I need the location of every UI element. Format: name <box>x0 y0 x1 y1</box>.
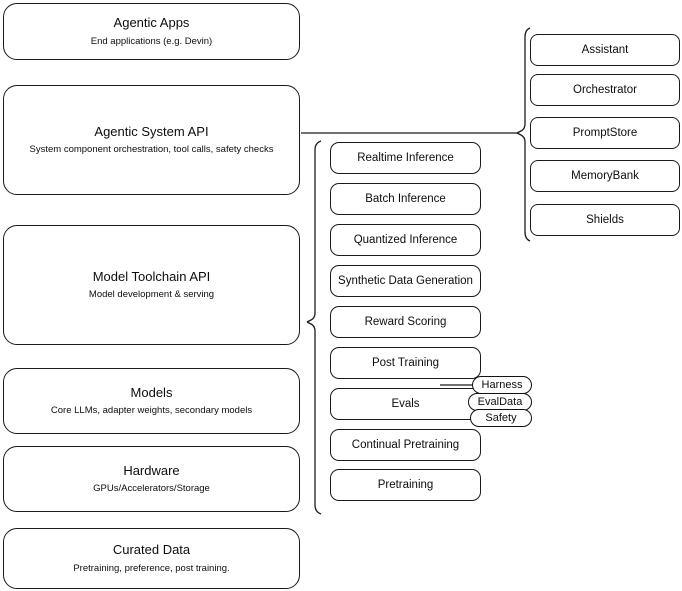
layer-subtitle: GPUs/Accelerators/Storage <box>93 483 210 495</box>
system-components-bracket <box>516 27 531 242</box>
system-component-orchestrator[interactable]: Orchestrator <box>530 74 680 106</box>
layer-box-model-toolchain-api[interactable]: Model Toolchain API Model development & … <box>3 225 300 345</box>
toolchain-item-evals[interactable]: Evals <box>330 388 481 420</box>
layer-subtitle: Pretraining, preference, post training. <box>73 562 230 574</box>
system-component-label: Shields <box>586 213 624 226</box>
system-component-label: Orchestrator <box>573 83 637 96</box>
toolchain-item-label: Batch Inference <box>365 192 446 205</box>
layer-title: Agentic System API <box>94 123 209 139</box>
toolchain-item-continual-pretraining[interactable]: Continual Pretraining <box>330 429 481 461</box>
layer-title: Agentic Apps <box>113 15 190 31</box>
layer-subtitle: Core LLMs, adapter weights, secondary mo… <box>50 405 253 417</box>
toolchain-capabilities-bracket <box>306 140 322 515</box>
system-component-label: Assistant <box>581 43 629 56</box>
system-component-memorybank[interactable]: MemoryBank <box>530 160 680 192</box>
layer-title: Model Toolchain API <box>92 268 211 284</box>
eval-tag-safety[interactable]: Safety <box>470 409 532 427</box>
toolchain-item-label: Pretraining <box>377 478 434 491</box>
toolchain-item-label: Reward Scoring <box>364 315 447 328</box>
toolchain-item-quantized-inference[interactable]: Quantized Inference <box>330 224 481 256</box>
eval-tag-harness[interactable]: Harness <box>472 376 532 394</box>
layer-title: Hardware <box>123 462 180 478</box>
layer-box-agentic-apps[interactable]: Agentic Apps End applications (e.g. Devi… <box>3 3 300 60</box>
layer-box-hardware[interactable]: Hardware GPUs/Accelerators/Storage <box>3 446 300 512</box>
system-component-shields[interactable]: Shields <box>530 204 680 236</box>
toolchain-item-label: Evals <box>391 397 420 410</box>
layer-subtitle: End applications (e.g. Devin) <box>90 35 213 47</box>
toolchain-item-synthetic-data-generation[interactable]: Synthetic Data Generation <box>330 265 481 297</box>
layer-title: Models <box>130 384 173 400</box>
toolchain-item-reward-scoring[interactable]: Reward Scoring <box>330 306 481 338</box>
toolchain-item-label: Quantized Inference <box>353 233 458 246</box>
toolchain-item-post-training[interactable]: Post Training <box>330 347 481 379</box>
layer-box-curated-data[interactable]: Curated Data Pretraining, preference, po… <box>3 528 300 589</box>
toolchain-item-realtime-inference[interactable]: Realtime Inference <box>330 142 481 174</box>
toolchain-item-batch-inference[interactable]: Batch Inference <box>330 183 481 215</box>
layer-box-agentic-system-api[interactable]: Agentic System API System component orch… <box>3 85 300 195</box>
toolchain-item-label: Realtime Inference <box>357 151 454 164</box>
layer-box-models[interactable]: Models Core LLMs, adapter weights, secon… <box>3 368 300 434</box>
layer-subtitle: System component orchestration, tool cal… <box>29 144 274 156</box>
toolchain-item-pretraining[interactable]: Pretraining <box>330 469 481 501</box>
toolchain-item-label: Continual Pretraining <box>351 438 460 451</box>
toolchain-item-label: Synthetic Data Generation <box>338 274 473 287</box>
system-component-assistant[interactable]: Assistant <box>530 34 680 66</box>
system-component-promptstore[interactable]: PromptStore <box>530 117 680 149</box>
layer-subtitle: Model development & serving <box>88 289 215 301</box>
layer-title: Curated Data <box>112 542 191 558</box>
system-component-label: MemoryBank <box>571 169 639 182</box>
toolchain-item-label: Post Training <box>371 356 440 369</box>
eval-tag-evaldata[interactable]: EvalData <box>468 393 532 411</box>
system-component-label: PromptStore <box>572 126 638 139</box>
